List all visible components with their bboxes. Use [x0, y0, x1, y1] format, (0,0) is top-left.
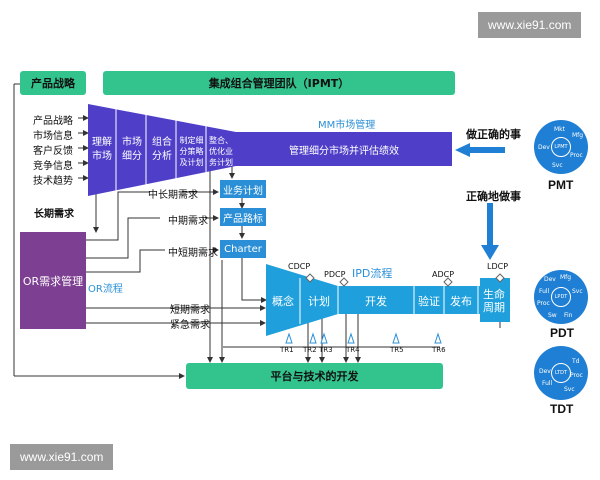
or-box: OR需求管理	[20, 232, 86, 329]
input-competition-info: 竞争信息	[33, 161, 73, 172]
mm-col-segment-market: 市场 细分	[117, 130, 147, 170]
tdt-circle: LTDT Td Dev Proc Full Svc	[534, 346, 588, 400]
ipd-funnel	[266, 264, 510, 336]
tdt-role: Dev	[539, 368, 551, 375]
dcp-ldcp: LDCP	[487, 262, 509, 271]
ipd-phase-label: 发布	[450, 294, 472, 308]
dcp-pdcp: PDCP	[324, 270, 346, 279]
mm-col-label: 组合 分析	[152, 137, 172, 162]
mm-col-portfolio-analysis: 组合 分析	[147, 130, 177, 170]
tr6: TR6	[432, 346, 446, 354]
need-urgent: 紧急需求	[170, 320, 210, 331]
pmt-role: Mfg	[572, 132, 584, 139]
tr1: TR1	[280, 346, 294, 354]
pmt-role: Dev	[538, 144, 550, 151]
product-roadmap-box: 产品路标	[220, 208, 266, 226]
or-flow-label: OR流程	[88, 284, 123, 295]
mm-title: MM市场管理	[318, 120, 376, 131]
mm-funnel	[88, 104, 236, 196]
tdt-role: Td	[572, 358, 580, 365]
do-right-arrow	[455, 143, 505, 157]
pmt-circle: LPMT Mkt Mfg Dev Proc Svc	[534, 120, 588, 174]
product-strategy-box: 产品战略	[20, 71, 86, 95]
tdt-center-label: LTDT	[554, 370, 568, 376]
watermark-bottom: www.xie91.com	[10, 444, 114, 470]
tr5: TR5	[390, 346, 404, 354]
mm-col-label: 整合、 优化业 务计划	[209, 135, 233, 167]
need-short: 短期需求	[170, 305, 210, 316]
pmt-role: Mkt	[554, 126, 566, 133]
dcp-adcp: ADCP	[432, 270, 455, 279]
pmt-role: Svc	[552, 162, 563, 169]
pdt-role: Dev	[544, 276, 556, 283]
mm-col-integrate-plan: 整合、 优化业 务计划	[206, 130, 236, 172]
ipd-phase-label: 计划	[308, 294, 330, 308]
ipmt-box: 集成组合管理团队（IPMT）	[103, 71, 455, 95]
tdt-role: Proc	[570, 372, 583, 379]
long-term-need-label: 长期需求	[34, 209, 74, 220]
pdt-role: Svc	[572, 288, 583, 295]
or-box-label: OR需求管理	[22, 274, 84, 288]
pdt-label: PDT	[550, 326, 574, 340]
ipd-phase-verify: 验证	[414, 288, 444, 314]
ipd-phase-label: 验证	[418, 294, 440, 308]
pdt-role: Proc	[537, 300, 550, 307]
platform-box: 平台与技术的开发	[186, 363, 443, 389]
tdt-label: TDT	[550, 402, 574, 416]
pdt-center-label: LPDT	[554, 294, 568, 300]
dcp-cdcp: CDCP	[288, 262, 311, 271]
need-mid-long: 中长期需求	[148, 190, 198, 201]
ipd-phase-release: 发布	[444, 288, 478, 314]
pmt-role: Proc	[570, 152, 583, 159]
ipd-phase-label: 开发	[365, 294, 387, 308]
mm-col-segment-strategy: 制定细 分策略 及计划	[176, 130, 207, 172]
pdt-circle: LPDT Dev Mfg Full Svc Proc Sw Fin	[534, 270, 588, 324]
do-things-right-label: 正确地做事	[466, 190, 521, 203]
mm-col-understand-market: 理解 市场	[88, 130, 116, 170]
pmt-center: LPMT	[551, 137, 571, 157]
ipd-phase-lifecycle: 生命 周期	[478, 280, 510, 322]
ipd-phase-plan: 计划	[300, 288, 338, 314]
pdt-role: Sw	[548, 312, 557, 319]
pmt-label: PMT	[548, 178, 574, 192]
ipd-title: IPD流程	[352, 267, 393, 280]
mm-col-label: 制定细 分策略 及计划	[179, 135, 204, 167]
mm-bar-text: 管理细分市场并评估绩效	[289, 145, 399, 157]
pdt-role: Fin	[564, 312, 573, 319]
input-tech-trend: 技术趋势	[33, 176, 73, 187]
need-mid-short: 中短期需求	[168, 248, 218, 259]
tdt-center: LTDT	[551, 363, 571, 383]
tr4: TR4	[346, 346, 360, 354]
business-plan-box: 业务计划	[220, 180, 266, 198]
input-market-info: 市场信息	[33, 131, 73, 142]
do-things-right-arrow	[481, 203, 499, 260]
ipd-phase-develop: 开发	[338, 288, 414, 314]
charter-box: Charter	[220, 240, 266, 258]
tr2: TR2	[303, 346, 317, 354]
input-product-strategy: 产品战略	[33, 116, 73, 127]
mm-col-label: 市场 细分	[122, 137, 142, 162]
pdt-role: Full	[539, 288, 550, 295]
ipd-phase-label: 生命 周期	[483, 288, 505, 314]
tr3: TR3	[319, 346, 333, 354]
do-right-things-label: 做正确的事	[466, 128, 521, 141]
watermark-top: www.xie91.com	[478, 12, 582, 38]
need-mid: 中期需求	[168, 216, 208, 227]
pdt-center: LPDT	[551, 287, 571, 307]
mm-col-label: 理解 市场	[92, 137, 112, 162]
pmt-center-label: LPMT	[554, 144, 568, 150]
tdt-role: Full	[542, 380, 553, 387]
tdt-role: Svc	[564, 386, 575, 393]
mm-bar: 管理细分市场并评估绩效	[236, 132, 452, 166]
ipd-phase-label: 概念	[272, 294, 294, 308]
pdt-role: Mfg	[560, 274, 572, 281]
input-customer-feedback: 客户反馈	[33, 146, 73, 157]
ipd-phase-concept: 概念	[266, 288, 300, 314]
